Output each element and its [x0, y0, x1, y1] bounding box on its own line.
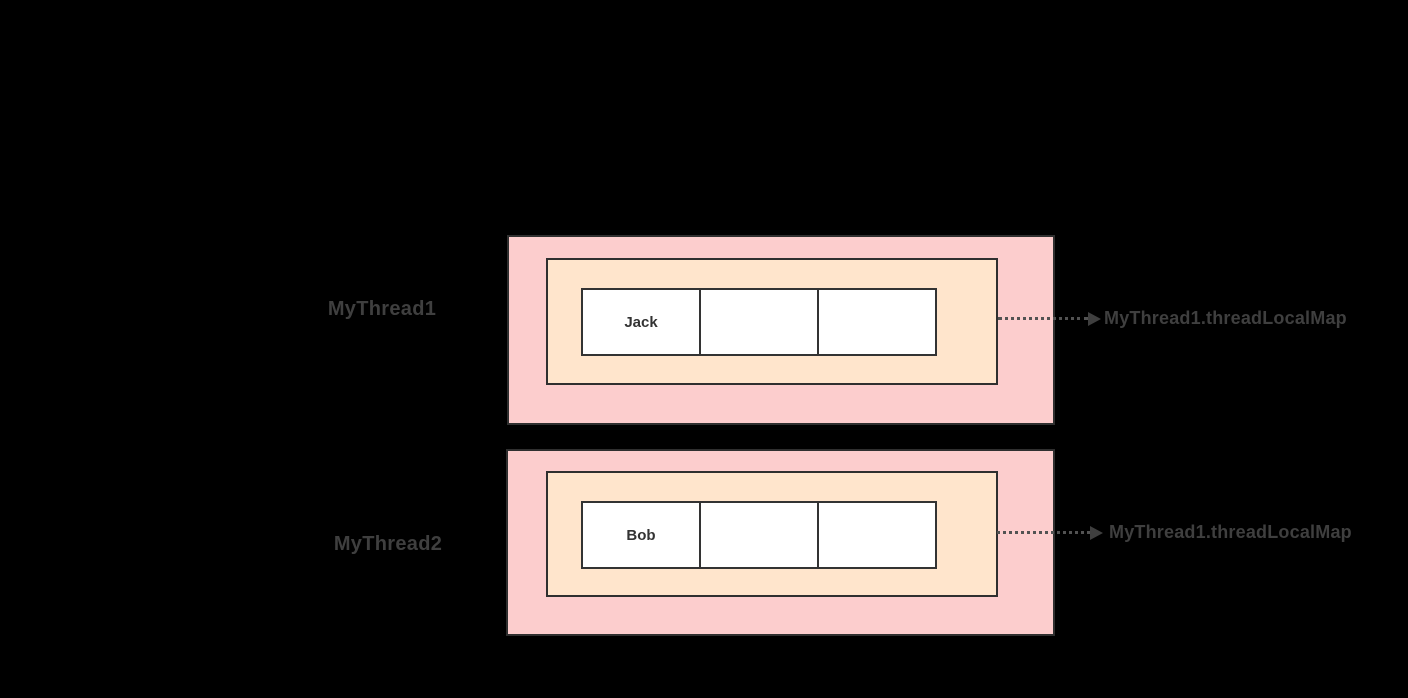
thread1-threadlocalmap-reference-label: MyThread1.threadLocalMap [1104, 308, 1347, 328]
thread2-entry-row: Bob [581, 501, 937, 569]
thread1-entry-cell-empty-2 [699, 290, 817, 354]
thread1-entry-cell-value: Jack [583, 290, 699, 354]
thread1-name-label: MyThread1 [327, 298, 437, 320]
thread2-entry-cell-empty-2 [699, 503, 817, 567]
thread2-dotted-arrow-line [997, 531, 1090, 534]
thread1-arrowhead-right-icon [1088, 312, 1101, 326]
thread2-entry-cell-value: Bob [583, 503, 699, 567]
thread1-entry-row: Jack [581, 288, 937, 356]
thread2-arrowhead-right-icon [1090, 526, 1103, 540]
thread2-entry-cell-empty-3 [817, 503, 935, 567]
thread2-name-label: MyThread2 [333, 533, 443, 555]
thread1-dotted-arrow-line [998, 317, 1088, 320]
thread1-entry-cell-empty-3 [817, 290, 935, 354]
thread2-threadlocalmap-reference-label: MyThread1.threadLocalMap [1109, 522, 1352, 542]
